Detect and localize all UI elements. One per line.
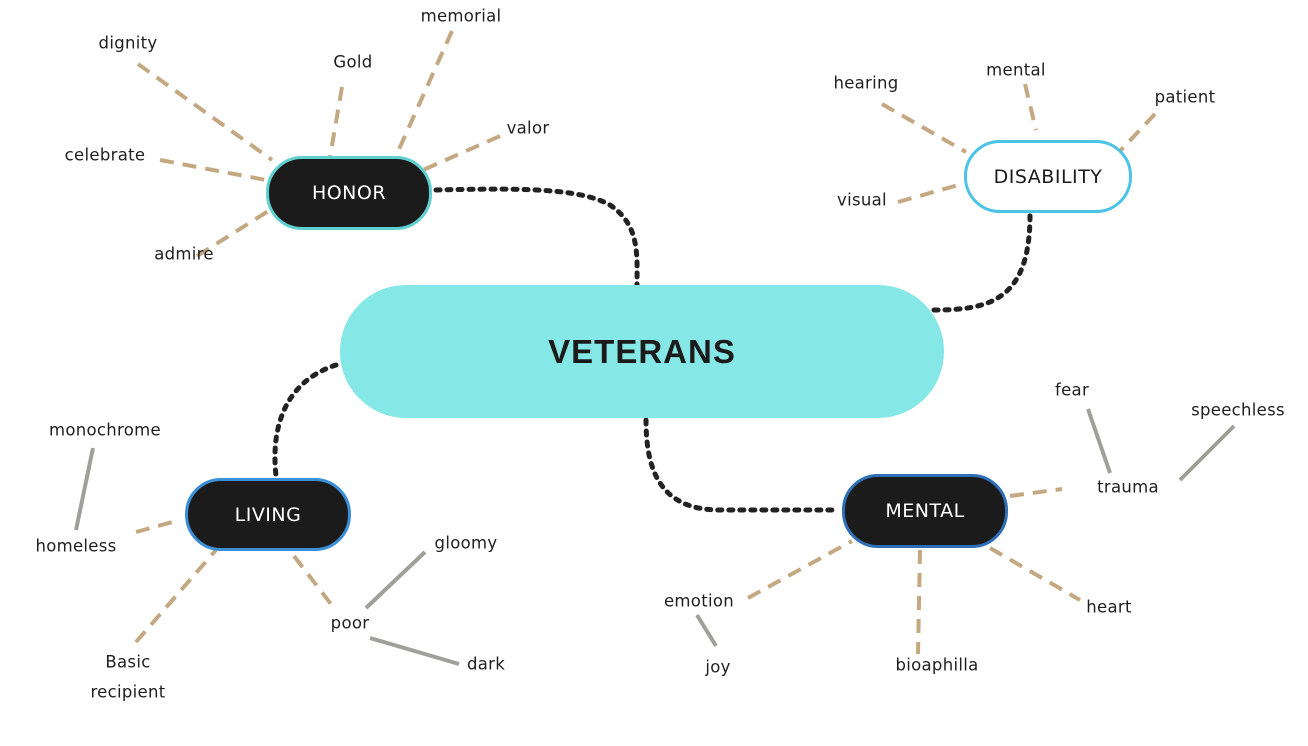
spoke-honor-celebrate xyxy=(159,158,267,182)
spoke-poor-dark xyxy=(369,636,460,666)
spoke-disability-patient xyxy=(1118,112,1157,153)
word-homeless[interactable]: homeless xyxy=(35,536,117,556)
spoke-disability-visual xyxy=(897,182,963,204)
word-gold[interactable]: Gold xyxy=(333,52,373,72)
topic-node-honor[interactable]: HONOR xyxy=(266,156,432,230)
spoke-living-poor xyxy=(292,554,336,610)
topic-node-mental-label: MENTAL xyxy=(885,500,965,522)
spoke-living-homeless xyxy=(135,519,177,534)
word-visual[interactable]: visual xyxy=(837,190,887,210)
spoke-mental-bioaphilla xyxy=(916,549,922,655)
word-mental-small[interactable]: mental xyxy=(986,60,1046,80)
spoke-homeless-monochrome xyxy=(74,447,95,531)
word-poor[interactable]: poor xyxy=(330,613,370,633)
spoke-mental-heart xyxy=(988,546,1082,602)
word-hearing[interactable]: hearing xyxy=(833,73,899,93)
spoke-mental-trauma xyxy=(1009,487,1063,498)
word-trauma[interactable]: trauma xyxy=(1097,477,1159,497)
connector-center-living xyxy=(272,362,339,479)
word-valor[interactable]: valor xyxy=(506,118,550,138)
connector-center-disability xyxy=(931,212,1033,313)
spoke-honor-valor xyxy=(422,134,501,172)
word-monochrome[interactable]: monochrome xyxy=(49,420,161,440)
center-node-label: VETERANS xyxy=(548,332,736,370)
word-dignity[interactable]: dignity xyxy=(98,33,158,53)
word-basic[interactable]: Basic xyxy=(105,652,151,672)
spoke-trauma-fear xyxy=(1086,408,1112,474)
spoke-disability-mental xyxy=(1023,83,1038,131)
word-speechless[interactable]: speechless xyxy=(1191,400,1285,420)
connector-center-honor xyxy=(433,186,640,288)
word-patient[interactable]: patient xyxy=(1154,87,1216,107)
word-dark[interactable]: dark xyxy=(466,654,506,674)
spoke-emotion-joy xyxy=(695,613,718,648)
word-fear[interactable]: fear xyxy=(1054,380,1090,400)
word-emotion[interactable]: emotion xyxy=(663,591,735,611)
word-recipient[interactable]: recipient xyxy=(90,682,166,702)
topic-node-mental[interactable]: MENTAL xyxy=(842,474,1008,548)
spoke-honor-admire xyxy=(195,208,272,258)
center-node-veterans[interactable]: VETERANS xyxy=(340,285,944,418)
word-gloomy[interactable]: gloomy xyxy=(434,533,498,553)
word-bioaphilla[interactable]: bioaphilla xyxy=(895,655,979,675)
spoke-trauma-speechless xyxy=(1178,424,1236,482)
word-admire[interactable]: admire xyxy=(154,244,214,264)
spoke-disability-hearing xyxy=(881,102,967,154)
spoke-honor-gold xyxy=(328,86,344,158)
spoke-honor-memorial xyxy=(394,30,454,157)
word-heart[interactable]: heart xyxy=(1086,597,1132,617)
word-joy[interactable]: joy xyxy=(705,657,731,677)
topic-node-honor-label: HONOR xyxy=(311,182,387,204)
topic-node-living-label: LIVING xyxy=(234,503,302,526)
topic-node-disability-label: DISABILITY xyxy=(993,165,1103,188)
topic-node-living[interactable]: LIVING xyxy=(185,478,351,551)
spoke-mental-emotion xyxy=(747,539,853,600)
spoke-living-basic xyxy=(134,548,218,644)
connector-center-mental xyxy=(643,417,841,513)
spoke-honor-dignity xyxy=(136,62,274,162)
word-celebrate[interactable]: celebrate xyxy=(64,145,146,165)
topic-node-disability[interactable]: DISABILITY xyxy=(964,140,1132,213)
word-memorial[interactable]: memorial xyxy=(420,6,502,26)
spoke-poor-gloomy xyxy=(364,550,427,610)
